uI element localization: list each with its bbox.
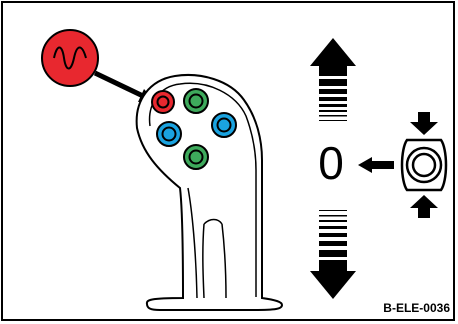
blue-button-right [211,112,237,138]
sine-wave [53,46,87,70]
rocker-switch-icon [400,112,448,218]
signal-circle [41,29,99,87]
reference-code: B-ELE-0036 [383,301,450,315]
joystick-buttons [151,88,237,170]
sine-wave-icon [41,29,99,87]
arrow-down-icon [310,210,356,299]
green-button-top [183,88,209,114]
red-button [151,90,175,114]
center-value-label: 0 [318,137,344,189]
blue-button-left [156,121,182,147]
frame-border [1,1,455,321]
arrow-left-icon [358,157,394,173]
green-button-bottom [183,144,209,170]
arrow-up-icon [310,38,356,121]
